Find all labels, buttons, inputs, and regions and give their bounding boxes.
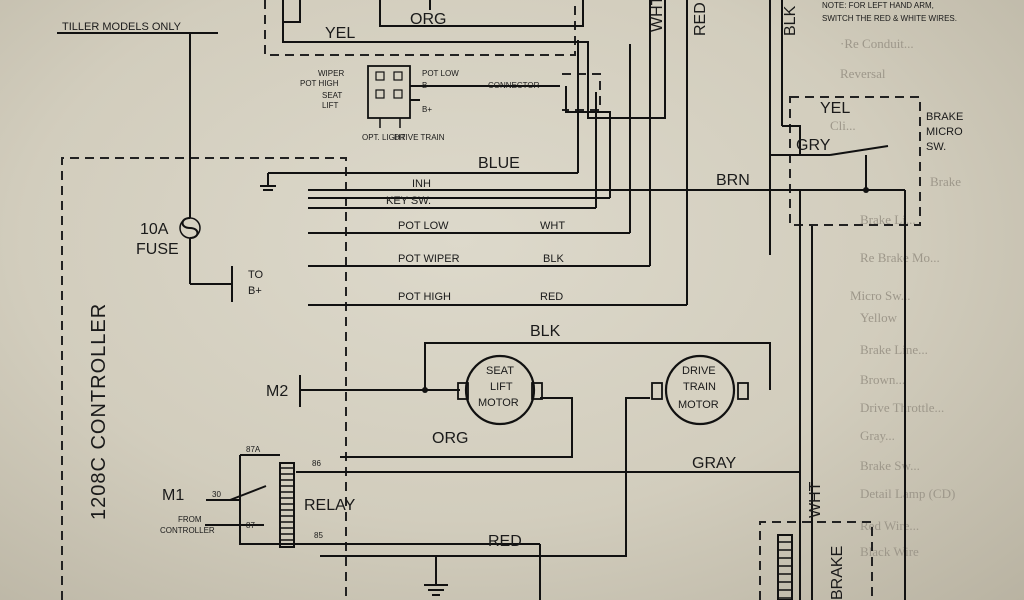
label-drive-train-motor-3: MOTOR [678,399,719,411]
label-blk-motor: BLK [530,323,561,340]
label-wht-top: WHT [649,0,666,32]
terminal-87a: 87A [246,445,261,454]
label-key-sw: KEY SW. [386,195,431,207]
label-seat-lift-motor-1: SEAT [486,365,514,377]
label-relay: RELAY [304,497,356,514]
label-opt-light: OPT. LIGHT [362,133,406,142]
top-dashed-box [264,0,576,56]
label-from-2: CONTROLLER [160,526,215,535]
label-red: RED [540,291,563,303]
svg-text:Cli...: Cli... [830,118,856,133]
label-fuse: FUSE [136,241,179,258]
label-org-top: ORG [410,11,446,28]
note-line-1: NOTE: FOR LEFT HAND ARM, [822,1,934,10]
label-seat: SEAT [322,91,342,100]
label-wiper: WIPER [318,69,344,78]
label-to: TO [248,269,264,281]
label-brake-micro-1: BRAKE [926,111,963,123]
svg-text:Red Wire...: Red Wire... [860,518,919,533]
label-pot-high-left: POT HIGH [300,79,339,88]
drive-train-motor [651,354,749,426]
brake-dashed-box [759,521,873,600]
label-pot-low: POT LOW [398,220,449,232]
terminal-86: 86 [312,459,321,468]
connector-dashed-box [562,73,601,111]
label-drive-train-motor-1: DRIVE [682,365,716,377]
label-gry: GRY [796,137,831,154]
svg-text:Brake: Brake [930,174,961,189]
label-drive-train: DRIVE TRAIN [394,133,445,142]
label-pot-high: POT HIGH [398,291,451,303]
label-blk: BLK [543,253,564,265]
label-seat-lift-motor-2: LIFT [490,381,513,393]
brake-micro-switch-dashed-box [789,96,921,226]
note-line-2: SWITCH THE RED & WHITE WIRES. [822,14,957,23]
svg-text:Brake Li...: Brake Li... [860,212,916,227]
label-from-1: FROM [178,515,202,524]
svg-text:Brake Line...: Brake Line... [860,342,928,357]
label-lift: LIFT [322,101,339,110]
label-red-top: RED [692,2,709,36]
terminal-85: 85 [314,531,323,540]
label-yel-top: YEL [325,25,355,42]
label-fuse-10a: 10A [140,221,169,238]
switch-connector-block [367,65,411,128]
svg-text:Reversal: Reversal [840,66,886,81]
svg-text:Gray...: Gray... [860,428,895,443]
svg-text:·Re Conduit...: ·Re Conduit... [840,36,914,51]
label-pot-low-right: POT LOW [422,69,459,78]
label-inh: INH [412,178,431,190]
label-brake: BRAKE [829,546,846,600]
svg-text:Yellow: Yellow [860,310,898,325]
label-brake-micro-3: SW. [926,141,946,153]
fuse-symbol [179,217,201,239]
label-tiller: TILLER MODELS ONLY [62,21,182,33]
label-gray: GRAY [692,455,736,472]
label-brn: BRN [716,172,750,189]
label-connector: CONNECTOR [488,81,540,90]
label-blue: BLUE [478,155,520,172]
svg-text:Detail Lamp (CD): Detail Lamp (CD) [860,486,955,501]
svg-text:Micro Sw...: Micro Sw... [850,288,911,303]
label-m1: M1 [162,487,184,504]
svg-text:Drive Throttle...: Drive Throttle... [860,400,944,415]
label-blk-top: BLK [782,5,799,36]
label-red-bottom: RED [488,533,522,550]
label-controller: 1208C CONTROLLER [88,303,110,520]
label-wht: WHT [540,220,565,232]
bleed-through-text: ·Re Conduit... Reversal Cli... Brake Bra… [830,36,961,559]
controller-dashed-box [61,157,347,600]
label-org: ORG [432,430,468,447]
seat-lift-motor [457,354,543,426]
terminal-30: 30 [212,490,221,499]
label-wht-brake: WHT [807,481,824,518]
label-m2: M2 [266,383,288,400]
label-b-plus: B+ [422,105,432,114]
label-to-b-plus: B+ [248,285,262,297]
label-seat-lift-motor-3: MOTOR [478,397,519,409]
label-b-minus: B- [422,81,430,90]
svg-text:Brake Sw...: Brake Sw... [860,458,920,473]
svg-text:Re Brake Mo...: Re Brake Mo... [860,250,940,265]
label-drive-train-motor-2: TRAIN [683,381,716,393]
terminal-87: 87 [246,521,255,530]
svg-text:Black Wire: Black Wire [860,544,919,559]
svg-text:Brown...: Brown... [860,372,905,387]
wires [57,0,906,600]
label-yel-brake: YEL [820,100,850,117]
label-pot-wiper: POT WIPER [398,253,460,265]
label-brake-micro-2: MICRO [926,126,963,138]
